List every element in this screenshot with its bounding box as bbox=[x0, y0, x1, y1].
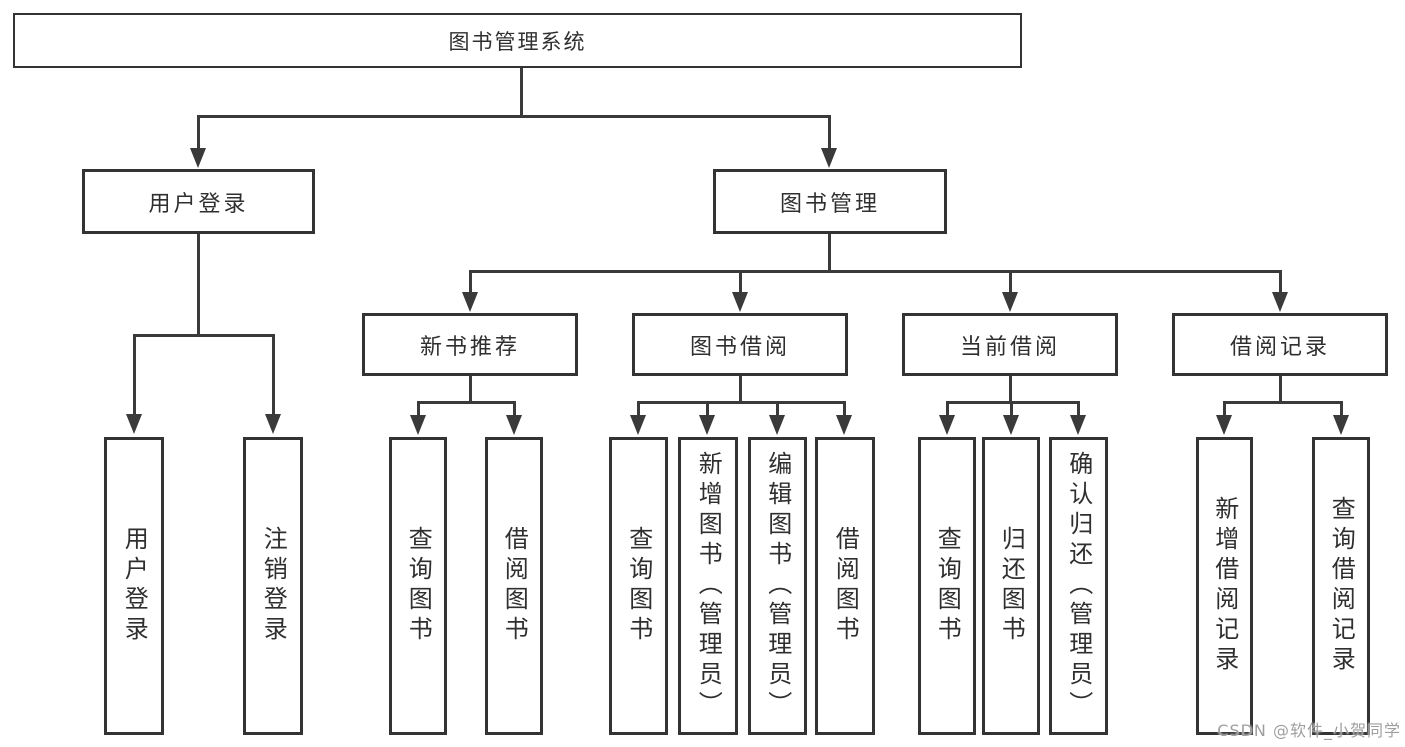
leaf-confirm-return-admin-label: 确认归还（管理员） bbox=[1064, 451, 1093, 721]
node-book-borrowing: 图书借阅 bbox=[632, 313, 848, 376]
connector-vline bbox=[520, 68, 523, 117]
node-user-login: 用户登录 bbox=[82, 169, 315, 234]
connector-vline bbox=[776, 401, 779, 417]
node-book-management-label: 图书管理 bbox=[779, 191, 880, 217]
arrow-down-icon bbox=[836, 415, 852, 435]
leaf-borrow-books-label: 借阅图书 bbox=[831, 526, 860, 646]
arrow-down-icon bbox=[732, 292, 748, 312]
connector-vline bbox=[133, 334, 136, 415]
arrow-down-icon bbox=[769, 415, 785, 435]
connector-vline bbox=[828, 115, 831, 150]
arrow-down-icon bbox=[1002, 292, 1018, 312]
leaf-newbooks-borrow-books: 借阅图书 bbox=[485, 437, 543, 735]
node-library-system-label: 图书管理系统 bbox=[448, 29, 587, 54]
arrow-down-icon bbox=[462, 292, 478, 312]
connector-vline bbox=[469, 270, 472, 294]
arrow-down-icon bbox=[1216, 415, 1232, 435]
connector-hline bbox=[469, 270, 1281, 273]
arrow-down-icon bbox=[630, 415, 646, 435]
arrow-down-icon bbox=[265, 414, 281, 434]
connector-hline bbox=[197, 115, 830, 118]
leaf-confirm-return-admin: 确认归还（管理员） bbox=[1049, 437, 1108, 735]
connector-hline bbox=[946, 401, 1080, 404]
leaf-user-login-label: 用户登录 bbox=[120, 526, 149, 646]
connector-vline bbox=[1009, 376, 1012, 404]
leaf-newbooks-query-books-label: 查询图书 bbox=[404, 526, 433, 646]
node-current-borrowing-label: 当前借阅 bbox=[959, 334, 1060, 360]
connector-vline bbox=[739, 376, 742, 404]
leaf-borrow-query-books-label: 查询图书 bbox=[624, 526, 653, 646]
leaf-add-books-admin: 新增图书（管理员） bbox=[678, 437, 738, 735]
leaf-current-query-books-label: 查询图书 bbox=[933, 526, 962, 646]
leaf-logout-label: 注销登录 bbox=[259, 526, 288, 646]
connector-vline bbox=[469, 376, 472, 404]
leaf-edit-books-admin-label: 编辑图书（管理员） bbox=[763, 451, 792, 721]
connector-vline bbox=[1223, 401, 1226, 417]
leaf-newbooks-borrow-books-label: 借阅图书 bbox=[500, 526, 529, 646]
connector-vline bbox=[513, 401, 516, 417]
connector-hline bbox=[1223, 401, 1343, 404]
leaf-newbooks-query-books: 查询图书 bbox=[389, 437, 447, 735]
leaf-borrow-query-books: 查询图书 bbox=[609, 437, 668, 735]
connector-vline bbox=[1340, 401, 1343, 417]
connector-vline bbox=[1010, 401, 1013, 417]
arrow-down-icon bbox=[699, 415, 715, 435]
leaf-borrow-books: 借阅图书 bbox=[815, 437, 875, 735]
leaf-query-borrow-record: 查询借阅记录 bbox=[1312, 437, 1370, 735]
connector-vline bbox=[1077, 401, 1080, 417]
arrow-down-icon bbox=[939, 415, 955, 435]
connector-hline bbox=[637, 401, 846, 404]
connector-vline bbox=[417, 401, 420, 417]
node-user-login-label: 用户登录 bbox=[148, 191, 249, 217]
connector-vline bbox=[739, 270, 742, 294]
connector-hline bbox=[133, 334, 275, 337]
connector-vline bbox=[1279, 270, 1282, 294]
csdn-watermark: CSDN @软件_小贺同学 bbox=[1217, 721, 1401, 740]
leaf-return-books-label: 归还图书 bbox=[997, 526, 1026, 646]
connector-vline bbox=[1279, 376, 1282, 404]
connector-vline bbox=[197, 234, 200, 337]
leaf-edit-books-admin: 编辑图书（管理员） bbox=[748, 437, 807, 735]
arrow-down-icon bbox=[821, 148, 837, 168]
arrow-down-icon bbox=[506, 415, 522, 435]
node-new-book-recommend: 新书推荐 bbox=[362, 313, 578, 376]
leaf-add-borrow-record-label: 新增借阅记录 bbox=[1210, 496, 1239, 676]
connector-vline bbox=[843, 401, 846, 417]
arrow-down-icon bbox=[190, 148, 206, 168]
arrow-down-icon bbox=[1003, 415, 1019, 435]
node-current-borrowing: 当前借阅 bbox=[902, 313, 1118, 376]
leaf-return-books: 归还图书 bbox=[982, 437, 1040, 735]
connector-hline bbox=[417, 401, 516, 404]
connector-vline bbox=[272, 334, 275, 415]
leaf-current-query-books: 查询图书 bbox=[918, 437, 976, 735]
connector-vline bbox=[197, 115, 200, 150]
node-borrow-records: 借阅记录 bbox=[1172, 313, 1388, 376]
leaf-user-login: 用户登录 bbox=[104, 437, 164, 735]
node-book-borrowing-label: 图书借阅 bbox=[689, 334, 790, 360]
connector-vline bbox=[1009, 270, 1012, 294]
node-new-book-recommend-label: 新书推荐 bbox=[419, 334, 520, 360]
node-borrow-records-label: 借阅记录 bbox=[1229, 334, 1330, 360]
arrow-down-icon bbox=[1333, 415, 1349, 435]
node-book-management: 图书管理 bbox=[713, 169, 947, 234]
leaf-logout: 注销登录 bbox=[243, 437, 303, 735]
arrow-down-icon bbox=[410, 415, 426, 435]
node-library-system: 图书管理系统 bbox=[13, 13, 1022, 68]
arrow-down-icon bbox=[1070, 415, 1086, 435]
leaf-query-borrow-record-label: 查询借阅记录 bbox=[1327, 496, 1356, 676]
connector-vline bbox=[828, 234, 831, 273]
connector-vline bbox=[706, 401, 709, 417]
arrow-down-icon bbox=[126, 414, 142, 434]
connector-vline bbox=[637, 401, 640, 417]
connector-vline bbox=[946, 401, 949, 417]
arrow-down-icon bbox=[1272, 292, 1288, 312]
leaf-add-books-admin-label: 新增图书（管理员） bbox=[694, 451, 723, 721]
leaf-add-borrow-record: 新增借阅记录 bbox=[1196, 437, 1253, 735]
